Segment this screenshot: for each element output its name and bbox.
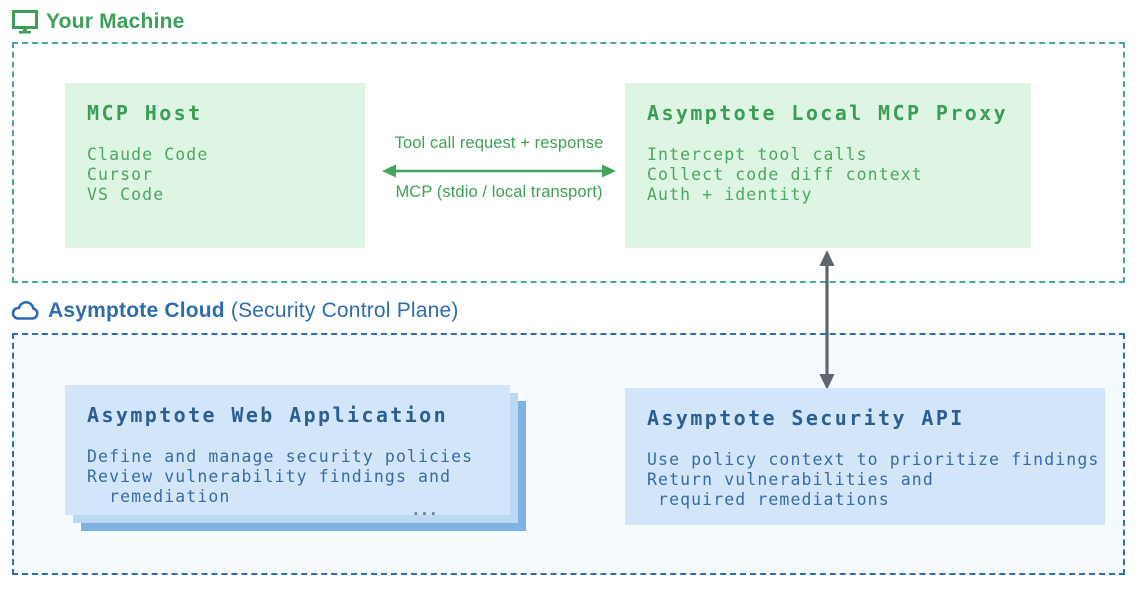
vertical-double-arrow: [819, 250, 835, 390]
machine-section-title: Your Machine: [46, 10, 185, 33]
mcp-host-line: VS Code: [87, 185, 165, 204]
security-api-line: Return vulnerabilities and: [647, 470, 934, 489]
web-application-title: Asymptote Web Application: [87, 403, 449, 427]
mcp-host-line: Cursor: [87, 165, 154, 184]
local-mcp-proxy-card: Asymptote Local MCP Proxy Intercept tool…: [625, 83, 1031, 248]
mcp-host-title: MCP Host: [87, 101, 203, 125]
mcp-host-line: Claude Code: [87, 145, 209, 164]
web-app-line: Review vulnerability findings and: [87, 467, 452, 486]
link-label-top: Tool call request + response: [394, 134, 604, 152]
security-api-line: Use policy context to prioritize finding…: [647, 450, 1100, 469]
web-application-body: Define and manage security policies Revi…: [87, 447, 488, 507]
local-mcp-proxy-title: Asymptote Local MCP Proxy: [647, 101, 1009, 125]
web-app-more-indicator: ...: [412, 501, 440, 519]
cloud-icon: [11, 300, 39, 320]
proxy-line: Intercept tool calls: [647, 145, 868, 164]
machine-section-header: Your Machine: [12, 10, 185, 34]
web-application-card: Asymptote Web Application Define and man…: [65, 385, 510, 515]
proxy-line: Collect code diff context: [647, 165, 923, 184]
security-api-title: Asymptote Security API: [647, 406, 965, 430]
security-api-line: required remediations: [647, 490, 890, 509]
local-mcp-proxy-body: Intercept tool calls Collect code diff c…: [647, 145, 1009, 205]
web-app-line: remediation: [87, 487, 231, 506]
proxy-line: Auth + identity: [647, 185, 813, 204]
cloud-section-header: Asymptote Cloud (Security Control Plane): [10, 299, 459, 323]
mcp-host-body: Claude Code Cursor VS Code: [87, 145, 343, 205]
cloud-section-title: Asymptote Cloud (Security Control Plane): [48, 299, 459, 323]
cloud-section-title-bold: Asymptote Cloud: [48, 299, 225, 322]
cloud-section-title-regular: (Security Control Plane): [224, 299, 459, 322]
horizontal-double-arrow: [382, 164, 616, 178]
security-api-body: Use policy context to prioritize finding…: [647, 450, 1100, 510]
mcp-host-card: MCP Host Claude Code Cursor VS Code: [65, 83, 365, 248]
monitor-icon: [12, 10, 38, 34]
link-label-bottom: MCP (stdio / local transport): [395, 183, 603, 201]
security-api-card: Asymptote Security API Use policy contex…: [625, 388, 1105, 525]
web-app-line: Define and manage security policies: [87, 447, 474, 466]
